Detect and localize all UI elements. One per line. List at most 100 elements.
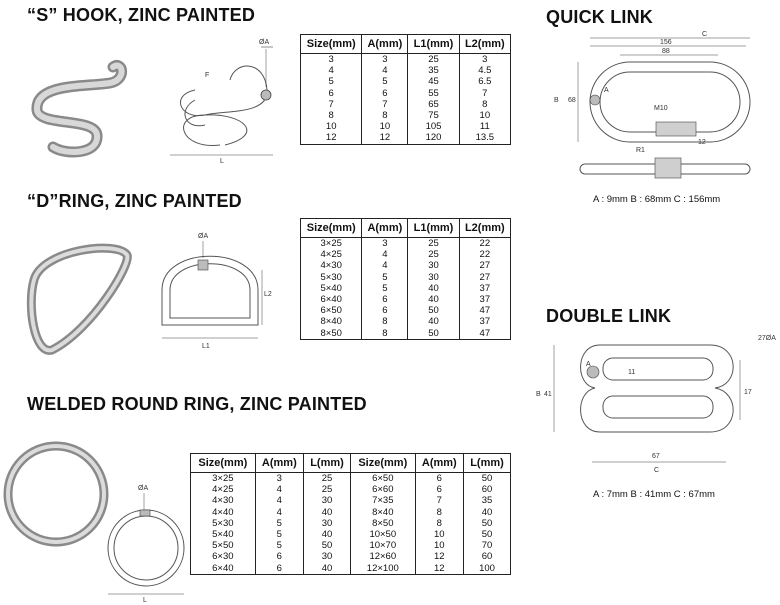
table-cell: 3 xyxy=(361,237,409,250)
table-cell: 10 xyxy=(414,540,464,552)
round-ring-l-label: L xyxy=(143,597,147,604)
table-cell: 5 xyxy=(361,76,409,88)
table-cell: 70 xyxy=(462,540,512,552)
table-cell: 6 xyxy=(254,562,305,575)
double-link-title: DOUBLE LINK xyxy=(546,306,672,326)
s-hook-col-l1: L1(mm) xyxy=(407,34,460,54)
table-cell: 8 xyxy=(361,316,409,328)
table-cell: 10 xyxy=(458,110,512,122)
table-cell: 5×50 xyxy=(190,540,256,552)
table-cell: 65 xyxy=(407,98,460,111)
quick-link-drawing: C 156 88 B 68 A M10 R1 12 xyxy=(554,31,751,179)
table-cell: 10 xyxy=(299,121,363,133)
table-cell: 12×60 xyxy=(349,551,416,563)
table-cell: 30 xyxy=(303,517,351,530)
table-cell: 40 xyxy=(407,316,460,328)
quick-link-title: QUICK LINK xyxy=(546,7,653,27)
s-hook-dia-label: ØA xyxy=(259,39,269,46)
table-cell: 8×50 xyxy=(349,517,416,530)
table-cell: 105 xyxy=(407,121,460,133)
table-cell: 12 xyxy=(414,551,464,563)
table-cell: 4×25 xyxy=(190,484,256,496)
table-cell: 7 xyxy=(361,98,409,111)
d-ring-drawing: ØA L2 L1 xyxy=(161,233,272,350)
table-cell: 25 xyxy=(407,249,460,261)
quick-link-a-label: A xyxy=(604,87,609,94)
table-cell: 10×70 xyxy=(349,540,416,552)
round-ring-table: Size(mm) A(mm) L(mm) Size(mm) A(mm) L(mm… xyxy=(190,453,512,575)
table-cell: 7×35 xyxy=(349,495,416,507)
table-cell: 5×30 xyxy=(299,271,363,283)
table-cell: 50 xyxy=(462,529,512,541)
table-cell: 30 xyxy=(407,260,460,272)
table-cell: 100 xyxy=(462,562,512,575)
table-cell: 37 xyxy=(458,282,512,295)
table-cell: 40 xyxy=(407,282,460,295)
d-ring-l2-label: L2 xyxy=(264,291,272,298)
table-cell: 50 xyxy=(462,472,512,485)
table-cell: 3 xyxy=(361,53,409,66)
round-ring-col-a-2: A(mm) xyxy=(414,453,464,473)
double-link-17-label: 17 xyxy=(744,389,752,396)
round-ring-title: WELDED ROUND RING, ZINC PAINTED xyxy=(27,394,367,414)
table-cell: 8 xyxy=(414,506,464,518)
table-cell: 8 xyxy=(361,110,409,122)
table-cell: 55 xyxy=(407,87,460,99)
table-cell: 6×50 xyxy=(349,472,416,485)
s-hook-title: “S” HOOK, ZINC PAINTED xyxy=(27,5,256,25)
table-cell: 12 xyxy=(299,132,363,145)
table-cell: 37 xyxy=(458,294,512,306)
table-cell: 3×25 xyxy=(299,237,363,250)
table-cell: 25 xyxy=(303,484,351,496)
quick-link-m10-label: M10 xyxy=(654,105,668,112)
table-cell: 11 xyxy=(458,121,512,133)
table-cell: 27 xyxy=(458,271,512,283)
table-cell: 30 xyxy=(407,271,460,283)
quick-link-156-label: 156 xyxy=(660,39,672,46)
round-ring-col-size: Size(mm) xyxy=(190,453,256,473)
d-ring-col-size: Size(mm) xyxy=(299,218,363,238)
table-cell: 5 xyxy=(254,529,305,541)
table-cell: 8 xyxy=(361,327,409,340)
table-cell: 47 xyxy=(458,305,512,317)
d-ring-photo xyxy=(26,243,132,355)
table-cell: 60 xyxy=(462,551,512,563)
table-cell: 5 xyxy=(361,282,409,295)
table-cell: 10 xyxy=(414,529,464,541)
table-cell: 75 xyxy=(407,110,460,122)
table-cell: 50 xyxy=(462,517,512,530)
table-cell: 50 xyxy=(407,305,460,317)
s-hook-col-a: A(mm) xyxy=(361,34,409,54)
table-cell: 4 xyxy=(299,65,363,77)
double-link-c-label: C xyxy=(654,467,659,474)
table-cell: 5 xyxy=(254,517,305,530)
table-cell: 6×60 xyxy=(349,484,416,496)
table-cell: 50 xyxy=(407,327,460,340)
table-cell: 3×25 xyxy=(190,472,256,485)
s-hook-drawing: ØA F L xyxy=(170,39,273,165)
double-link-drawing: 27ØA A 11 B 41 17 67 C xyxy=(536,335,776,474)
table-cell: 10×50 xyxy=(349,529,416,541)
table-cell: 8×40 xyxy=(299,316,363,328)
table-cell: 35 xyxy=(407,65,460,77)
table-cell: 30 xyxy=(303,551,351,563)
table-cell: 6×40 xyxy=(190,562,256,575)
table-cell: 3 xyxy=(458,53,512,66)
table-cell: 4 xyxy=(254,495,305,507)
table-cell: 12 xyxy=(361,132,409,145)
table-cell: 6 xyxy=(414,472,464,485)
